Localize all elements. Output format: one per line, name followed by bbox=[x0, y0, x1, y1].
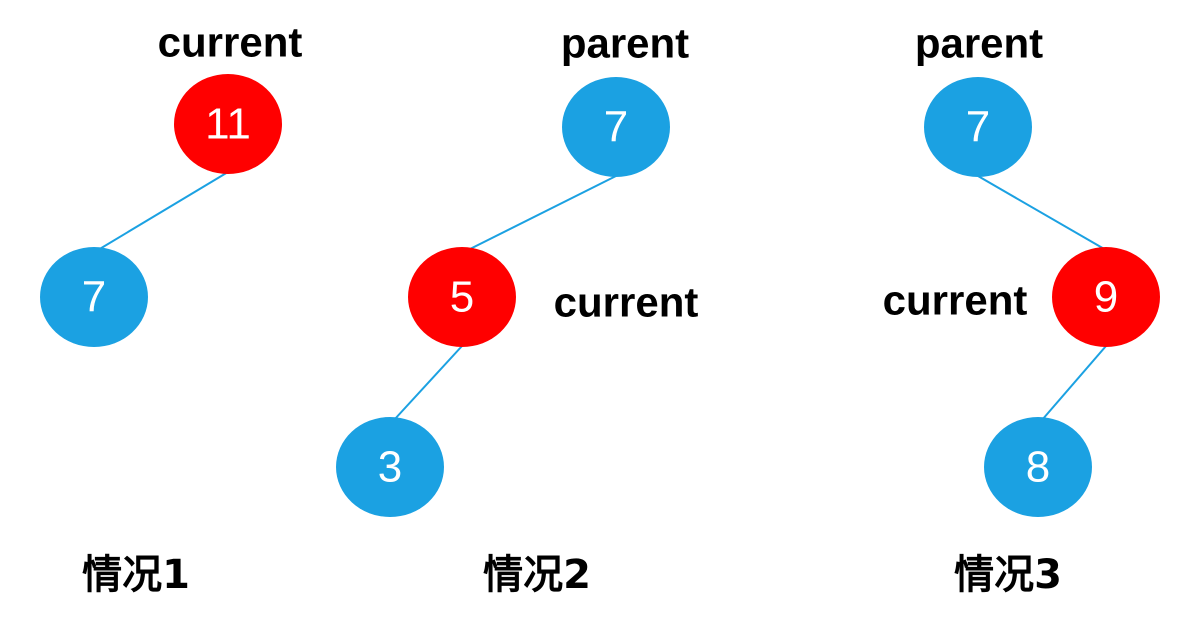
case3-node-8 bbox=[984, 417, 1092, 517]
case2-node-7 bbox=[562, 77, 670, 177]
case-3: parent 7 current 9 8 情况3 bbox=[883, 20, 1160, 598]
case3-node-9-label: 9 bbox=[1094, 273, 1118, 322]
case1-caption: 情况1 bbox=[82, 552, 190, 598]
case1-edge-11-7 bbox=[97, 171, 229, 251]
case2-parent-label: parent bbox=[561, 20, 689, 67]
case3-node-7-label: 7 bbox=[966, 103, 990, 152]
case3-edge-9-8 bbox=[1041, 345, 1107, 421]
case2-caption: 情况2 bbox=[483, 552, 591, 598]
case1-current-label: current bbox=[158, 19, 303, 66]
case2-node-7-label: 7 bbox=[604, 103, 628, 152]
case3-parent-label: parent bbox=[915, 20, 1043, 67]
case-2: parent 7 5 current 3 情况2 bbox=[336, 20, 699, 598]
case2-node-5 bbox=[408, 247, 516, 347]
case2-node-5-label: 5 bbox=[450, 273, 474, 322]
case3-current-label: current bbox=[883, 277, 1028, 324]
case1-node-11-label: 11 bbox=[205, 100, 251, 149]
case1-node-11 bbox=[174, 74, 282, 174]
case2-node-3 bbox=[336, 417, 444, 517]
case-1: current 11 7 情况1 bbox=[40, 19, 303, 598]
case2-node-3-label: 3 bbox=[378, 443, 402, 492]
case2-edge-7-5 bbox=[467, 175, 617, 251]
case3-node-9 bbox=[1052, 247, 1160, 347]
case1-node-7 bbox=[40, 247, 148, 347]
case2-current-label: current bbox=[554, 279, 699, 326]
case3-node-8-label: 8 bbox=[1026, 443, 1050, 492]
case3-edge-7-9 bbox=[977, 175, 1107, 251]
case3-node-7 bbox=[924, 77, 1032, 177]
case2-edge-5-3 bbox=[393, 345, 463, 421]
case1-node-7-label: 7 bbox=[82, 273, 106, 322]
case3-caption: 情况3 bbox=[954, 552, 1062, 598]
